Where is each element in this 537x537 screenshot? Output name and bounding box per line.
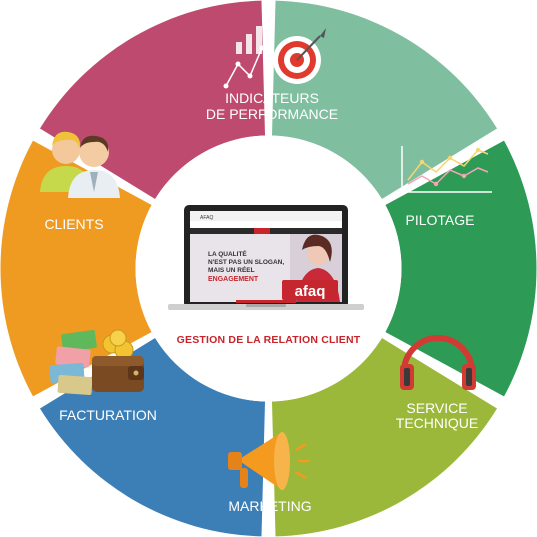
segment-service-technique [271,0,498,200]
line-chart-icon [401,146,492,193]
label-pilotage: PILOTAGE [406,212,475,228]
headphones-icon [400,335,476,390]
laptop-illustration [168,205,364,310]
label-marketing: MARKETING [228,498,311,514]
users-icon [40,131,120,198]
screen-brand: afaq [295,283,326,300]
megaphone-icon [228,432,310,490]
screen-headline-1: LA QUALITÉ [208,249,247,258]
label-indicateurs-1: INDICATEURS [225,90,319,106]
segment-marketing [385,140,537,397]
segment-facturation [271,337,498,537]
screen-headline-2: N'EST PAS UN SLOGAN, [208,259,284,266]
center-title: GESTION DE LA RELATION CLIENT [177,334,361,346]
label-clients: CLIENTS [44,216,103,232]
label-indicateurs-2: DE PERFORMANCE [206,106,338,122]
money-wallet-icon [49,329,144,396]
screen-headline-3: MAIS UN RÉEL [208,265,255,274]
screen-headline-4: ENGAGEMENT [208,276,259,283]
label-service-1: SERVICE [406,400,467,416]
label-service-2: TECHNIQUE [396,415,478,431]
target-chart-icon [223,26,326,89]
label-facturation: FACTURATION [59,407,157,423]
screen-logo: AFAQ [200,215,213,221]
